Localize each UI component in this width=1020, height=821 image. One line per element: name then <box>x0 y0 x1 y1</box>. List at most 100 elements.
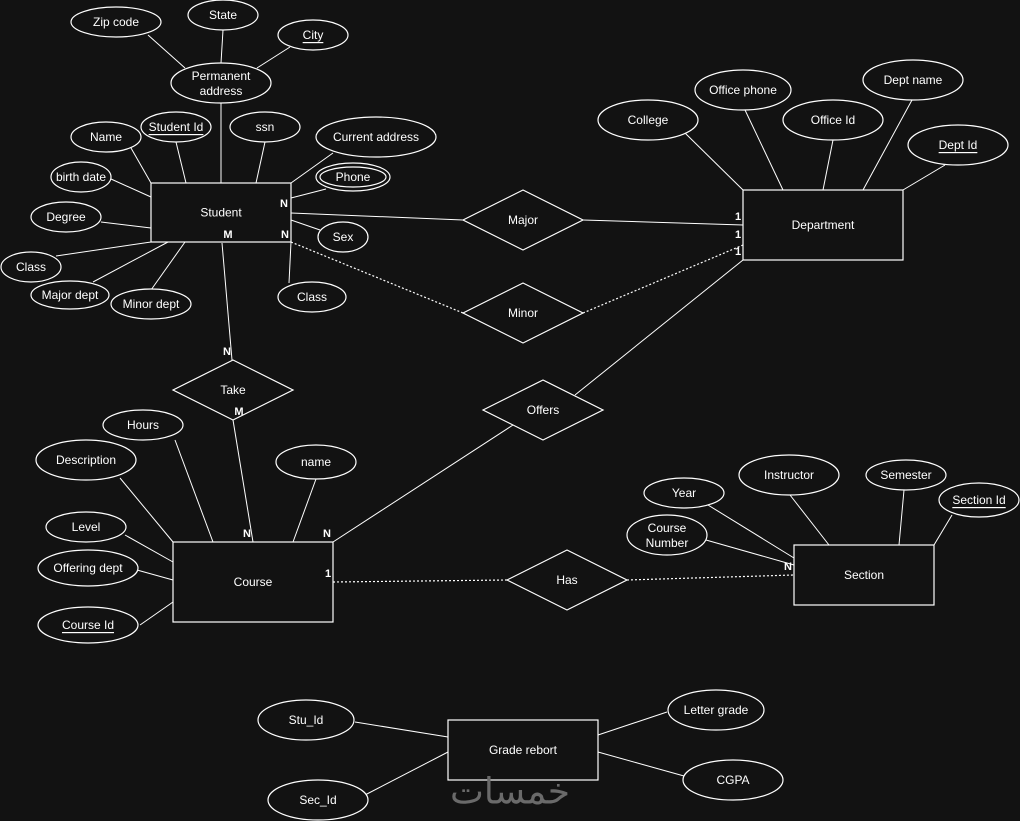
attribute-label: name <box>301 455 331 469</box>
connector-line <box>354 721 449 738</box>
attribute-stu-id[interactable] <box>257 699 355 741</box>
attribute-dept-name[interactable] <box>862 59 964 101</box>
connector-line <box>232 419 254 543</box>
attribute-state[interactable] <box>187 0 259 31</box>
connector-line <box>55 241 152 257</box>
connector-line <box>221 242 233 361</box>
connector-line <box>288 241 292 284</box>
attribute-office-phone[interactable] <box>694 69 792 111</box>
attribute-student-id[interactable] <box>140 111 212 143</box>
entity-label: Student <box>200 206 242 220</box>
cardinality-label: N <box>243 528 251 540</box>
partial-participation-line <box>290 241 464 314</box>
connector-line <box>933 514 953 546</box>
attribute-label: Dept name <box>884 73 943 87</box>
entity-label: Section <box>844 568 884 582</box>
attribute-section-id[interactable] <box>938 482 1020 518</box>
attribute-course-number[interactable] <box>626 514 708 556</box>
watermark-logo: خمسات <box>450 772 570 813</box>
attribute-label: Hours <box>127 418 159 432</box>
attribute-label: Class <box>297 290 327 304</box>
connector-line <box>119 477 174 543</box>
attribute-minor-dept[interactable] <box>110 288 192 320</box>
attribute-level[interactable] <box>45 511 127 543</box>
attribute-sex[interactable] <box>317 221 369 253</box>
connector-line <box>256 46 291 69</box>
attribute-label: Instructor <box>764 468 814 482</box>
relationship-minor[interactable] <box>461 282 585 344</box>
attribute-label: CGPA <box>716 773 749 787</box>
relationship-offers[interactable] <box>481 379 605 441</box>
attribute-letter-grade[interactable] <box>667 689 765 731</box>
attribute-label: Year <box>672 486 696 500</box>
attribute-semester[interactable] <box>865 459 947 491</box>
multivalued-inner-ring <box>319 166 387 188</box>
connector-line <box>150 241 186 291</box>
attribute-label: Minor dept <box>123 297 180 311</box>
connector-line <box>174 439 214 543</box>
cardinality-label: M <box>223 229 232 241</box>
connector-line <box>130 147 152 184</box>
attribute-college[interactable] <box>597 99 699 141</box>
attribute-cgpa[interactable] <box>682 759 784 801</box>
attribute-year[interactable] <box>643 477 725 509</box>
attribute-label: Stu_Id <box>289 713 324 727</box>
partial-participation-line <box>582 244 744 314</box>
connector-line <box>364 751 449 796</box>
attribute-birth-date[interactable] <box>50 161 112 193</box>
attribute-label: ssn <box>256 120 275 134</box>
entity-student[interactable] <box>150 182 292 243</box>
connector-line <box>220 29 224 64</box>
attribute-description[interactable] <box>35 439 137 481</box>
attribute-course-name[interactable] <box>275 444 357 480</box>
connector-line <box>100 221 152 229</box>
attribute-name[interactable] <box>70 121 142 153</box>
attribute-zip-code[interactable] <box>70 6 162 38</box>
attribute-label: Student Id <box>149 120 204 134</box>
entity-department[interactable] <box>742 189 904 261</box>
attribute-permanent-address[interactable] <box>170 62 272 104</box>
relationship-label: Minor <box>508 306 538 320</box>
connector-line <box>684 132 744 191</box>
entity-grade-report[interactable] <box>447 719 599 781</box>
cardinality-label: N <box>223 346 231 358</box>
attribute-dept-id[interactable] <box>907 124 1009 166</box>
connector-line <box>292 478 317 543</box>
connector-line <box>255 141 266 184</box>
entity-course[interactable] <box>172 541 334 623</box>
attribute-class-left[interactable] <box>0 251 62 283</box>
cardinality-label: 1 <box>735 229 741 241</box>
connector-line <box>862 99 913 191</box>
connector-line <box>898 489 905 546</box>
attribute-course-id[interactable] <box>37 606 139 644</box>
connector-line <box>136 569 174 581</box>
relationship-label: Offers <box>527 403 559 417</box>
relationship-major[interactable] <box>461 189 585 251</box>
attribute-city[interactable] <box>277 19 349 51</box>
connector-line <box>597 711 668 736</box>
attribute-ssn[interactable] <box>229 111 301 143</box>
relationship-has[interactable] <box>505 549 629 611</box>
attribute-hours[interactable] <box>102 409 184 441</box>
attribute-label: Offering dept <box>53 561 123 575</box>
partial-participation-line <box>626 574 795 581</box>
attribute-degree[interactable] <box>30 201 102 233</box>
attribute-instructor[interactable] <box>738 454 840 496</box>
entity-section[interactable] <box>793 544 935 606</box>
attribute-sec-id[interactable] <box>267 779 369 821</box>
attribute-label: Sex <box>333 230 354 244</box>
attribute-current-address[interactable] <box>315 116 437 158</box>
attribute-office-id[interactable] <box>782 99 884 141</box>
entity-label: Course <box>234 575 273 589</box>
attribute-label: Phone <box>336 170 371 184</box>
connector-line <box>822 139 834 191</box>
relationship-take[interactable] <box>171 359 295 421</box>
connector-line <box>789 494 830 546</box>
relationship-label: Take <box>220 383 246 397</box>
connector-line <box>574 259 744 396</box>
attribute-class-right[interactable] <box>277 281 347 313</box>
attribute-major-dept[interactable] <box>30 280 110 310</box>
attribute-offering-dept[interactable] <box>37 549 139 587</box>
